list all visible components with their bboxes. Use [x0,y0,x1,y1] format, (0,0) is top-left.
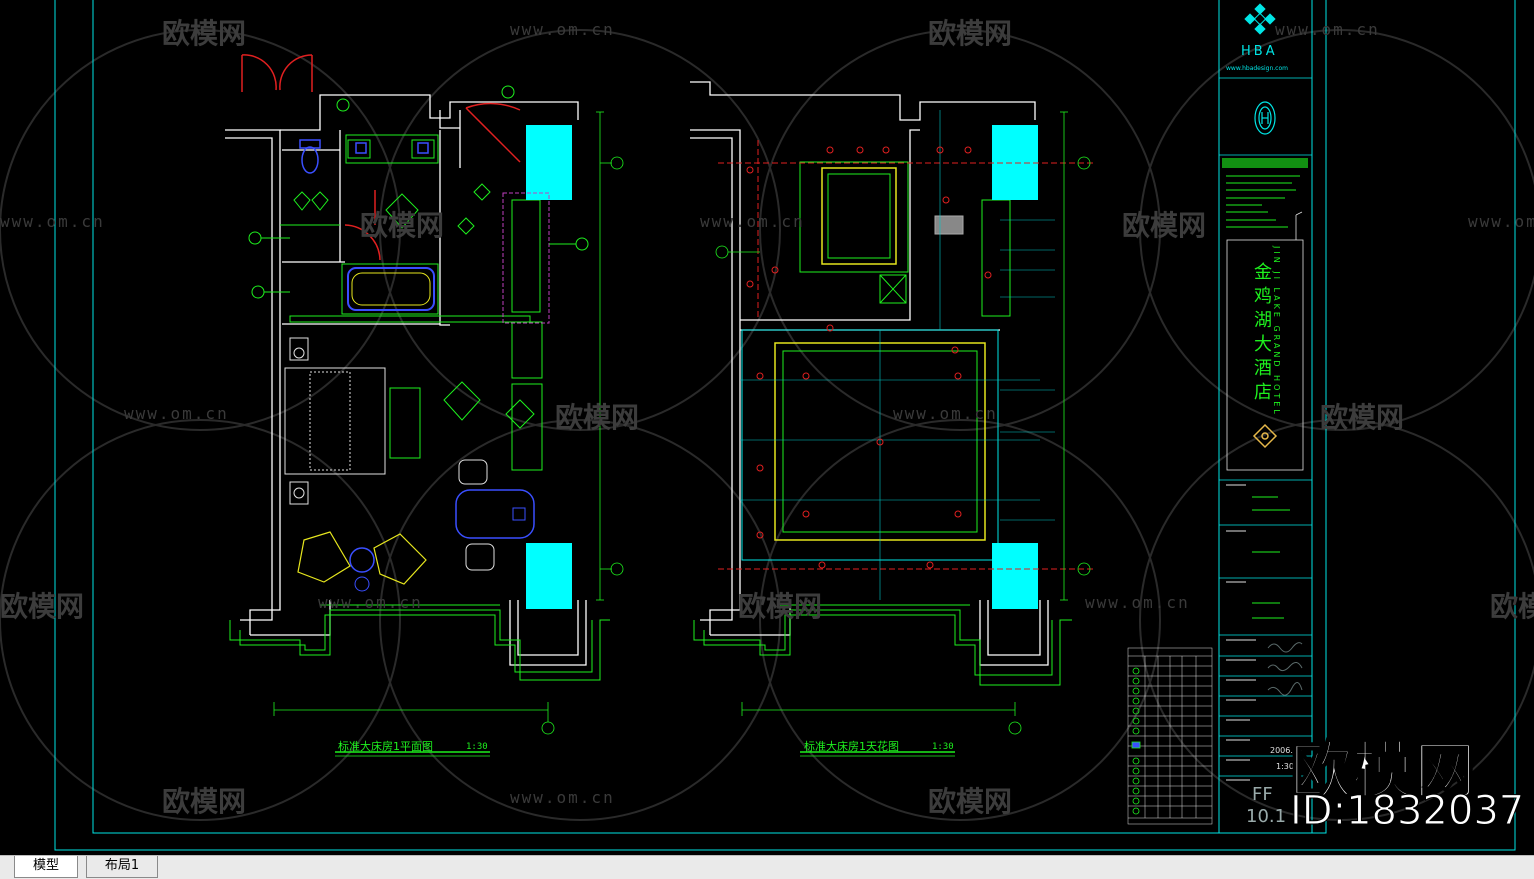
ceiling-lights [746,146,992,569]
watermark-brand: 欧模网 [0,590,85,623]
ceiling-interior [693,161,1072,686]
hotel-name-cn: 金鸡湖大酒店 [1251,262,1272,406]
floor-dimensions [273,111,624,735]
floor-plan-title-underline [335,751,490,757]
layout-tab-bar: 模型 布局1 [0,855,1534,879]
floor-plan-walls [225,94,587,666]
hotel-emblem-icon [1254,101,1276,135]
floor-plan-title: 标准大床房1平面图 [338,740,433,753]
armchairs [297,531,427,585]
drawing-date: 2006.12 [1270,746,1304,755]
basins [355,142,429,154]
watermark-site: www.om.cn [318,593,423,612]
watermark-site: www.om.cn [893,404,998,423]
ceiling-plan[interactable] [690,81,1095,757]
title-block[interactable] [1127,3,1312,825]
watermark-brand: 欧模网 [1122,209,1207,242]
sheet-code: FF [1252,784,1273,805]
floor-plan-scale: 1:30 [466,742,488,752]
hba-website: www.hbadesign.com [1226,65,1288,72]
ceiling-plan-title: 标准大床房1天花图 [804,740,899,753]
watermark-brand: 欧模网 [162,17,247,50]
watermark-site: www.om.cn [124,404,229,423]
toilet [299,139,321,174]
ceiling-columns [992,125,1038,609]
floor-plan-interior [229,134,610,681]
title-block-textlines [1226,175,1300,781]
drawing-canvas[interactable] [0,0,1534,855]
tab-model[interactable]: 模型 [14,856,78,878]
door-swings [241,54,521,261]
watermark-brand: 欧模网 [1320,401,1405,434]
columns [526,125,572,609]
watermark-site: www.om.cn [1468,212,1534,231]
hba-logo-icon [1244,3,1276,35]
furniture [349,459,535,592]
corner-watermark-brand: 欧模网 [1289,733,1477,808]
watermark-brand: 欧模网 [555,401,640,434]
revision-symbols [1131,667,1141,815]
floor-plan[interactable] [225,54,624,757]
watermark-brand: 欧模网 [928,785,1013,818]
watermark-site: www.om.cn [1085,593,1190,612]
symbols [248,85,589,429]
watermark-site: www.om.cn [0,212,105,231]
watermark-site: www.om.cn [700,212,805,231]
watermark-circles [0,29,1534,821]
watermark-brand: 欧模网 [928,17,1013,50]
watermark-site: www.om.cn [510,20,615,39]
watermark-brand: 欧模网 [162,785,247,818]
sheet-border [54,0,1516,851]
ceiling-dimensions [715,111,1091,735]
bed [284,337,386,505]
watermark-site: www.om.cn [510,788,615,807]
ceiling-plan-title-underline [800,751,955,757]
ceiling-grid [740,110,1055,600]
ceiling-plan-scale: 1:30 [932,742,954,752]
watermark-brand: 欧模网 [360,209,445,242]
signatures [1267,642,1303,696]
corner-watermark-id: ID:1832037 [1289,788,1525,835]
hba-logo-text: HBA [1241,44,1278,59]
hotel-emblem-small-icon [1252,423,1278,449]
drawing-scale: 1:30 [1276,762,1294,771]
title-block-frame [1219,77,1312,777]
bathtub [347,267,435,311]
revision-table [1127,647,1213,825]
hotel-name-en: JIN JI LAKE GRAND HOTEL [1272,246,1281,417]
tab-layout1[interactable]: 布局1 [86,856,158,878]
watermark-brand: 欧模网 [1490,590,1534,623]
watermark-brand: 欧模网 [738,590,823,623]
ceiling-red-lines [718,140,1095,570]
sheet-number: 10.1 [1246,806,1287,827]
wardrobe-outline [502,192,550,324]
watermark-site: www.om.cn [1275,20,1380,39]
